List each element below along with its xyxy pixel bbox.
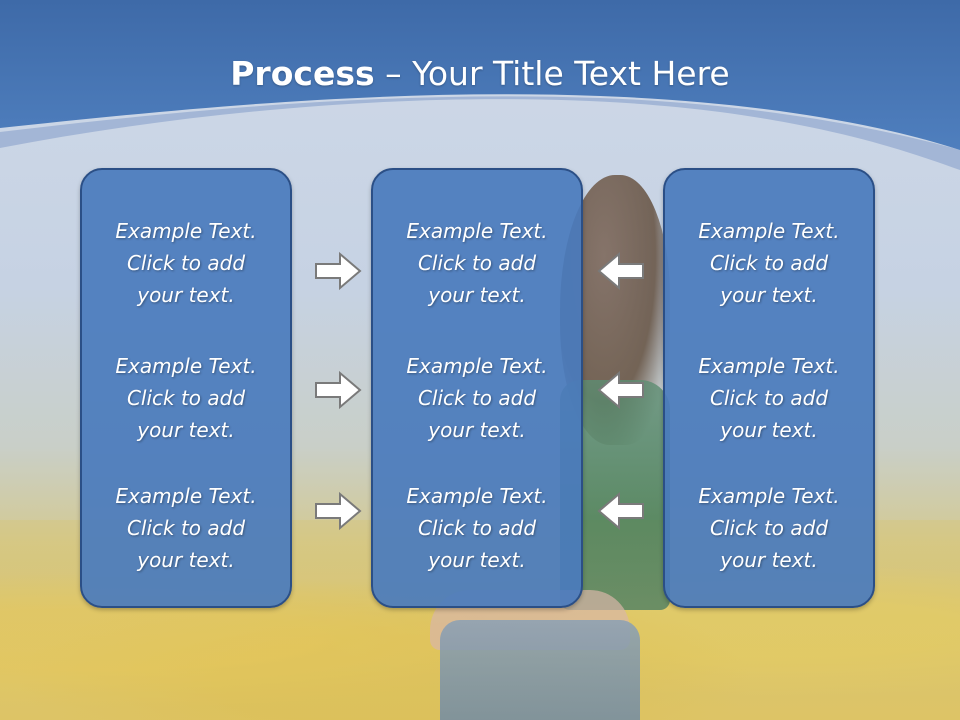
- process-box-middle[interactable]: Example Text. Click to add your text. Ex…: [371, 168, 583, 608]
- arrow-right-icon: [315, 251, 362, 291]
- arrow-left-icon: [597, 491, 644, 531]
- box-left-text-2[interactable]: Example Text. Click to add your text.: [115, 354, 257, 442]
- box-right-text-3[interactable]: Example Text. Click to add your text.: [698, 484, 840, 572]
- box-middle-text-1[interactable]: Example Text. Click to add your text.: [406, 219, 548, 307]
- header-banner: [0, 0, 960, 170]
- box-right-text-2[interactable]: Example Text. Click to add your text.: [698, 354, 840, 442]
- arrow-left-icon: [597, 370, 644, 410]
- box-right-text-1[interactable]: Example Text. Click to add your text.: [698, 219, 840, 307]
- title-bold: Process: [230, 54, 375, 93]
- title-rest: – Your Title Text Here: [374, 54, 730, 93]
- process-box-right[interactable]: Example Text. Click to add your text. Ex…: [663, 168, 875, 608]
- box-left-text-1[interactable]: Example Text. Click to add your text.: [115, 219, 257, 307]
- box-middle-text-2[interactable]: Example Text. Click to add your text.: [406, 354, 548, 442]
- arrow-left-icon: [597, 251, 644, 291]
- box-middle-text-3[interactable]: Example Text. Click to add your text.: [406, 484, 548, 572]
- box-left-text-3[interactable]: Example Text. Click to add your text.: [115, 484, 257, 572]
- arrow-right-icon: [315, 491, 362, 531]
- arrow-right-icon: [315, 370, 362, 410]
- slide-title[interactable]: Process – Your Title Text Here: [0, 52, 960, 96]
- process-box-left[interactable]: Example Text. Click to add your text. Ex…: [80, 168, 292, 608]
- header-fill: [0, 0, 960, 150]
